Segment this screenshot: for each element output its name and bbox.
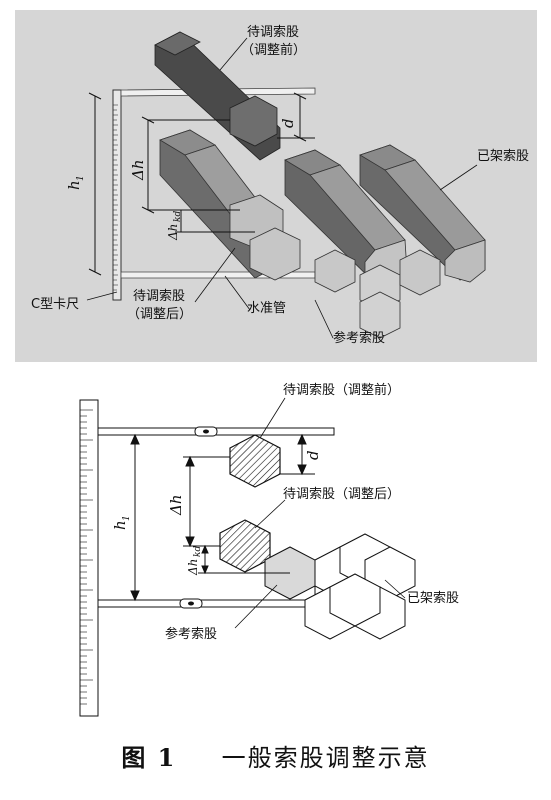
upper-arm bbox=[97, 426, 335, 437]
erected-strands bbox=[304, 533, 416, 640]
label-strand-before-2: （调整前） bbox=[241, 42, 306, 58]
svg-text:h: h bbox=[65, 180, 83, 190]
panel-background bbox=[15, 10, 537, 362]
label-reference-strand: 参考索股 bbox=[333, 330, 385, 346]
svg-text:Δh: Δh bbox=[167, 495, 185, 517]
c-caliper bbox=[112, 89, 122, 301]
label-strand-after-1: 待调索股 bbox=[133, 289, 185, 304]
strand-before-hex bbox=[229, 434, 281, 488]
strand-before-adjustment bbox=[154, 31, 281, 161]
symbol-d: d bbox=[279, 118, 297, 128]
label-strand-after: 待调索股（调整后） bbox=[283, 487, 400, 502]
svg-text:Δh: Δh bbox=[166, 224, 180, 241]
label-level-tube: 水准管 bbox=[247, 301, 286, 316]
svg-text:h: h bbox=[111, 520, 129, 530]
svg-text:1: 1 bbox=[76, 175, 86, 181]
dimension-lines bbox=[130, 433, 315, 602]
svg-text:kd: kd bbox=[173, 211, 183, 222]
strand-after-adjustment bbox=[159, 129, 301, 281]
dimension-lines bbox=[88, 92, 315, 276]
lower-arm-level-tube bbox=[97, 598, 335, 609]
label-strand-after-2: （调整后） bbox=[127, 307, 192, 322]
symbol-delta-hkd: Δh kd bbox=[166, 211, 183, 241]
strand-after-hex bbox=[219, 519, 271, 573]
symbol-h1: h 1 bbox=[111, 515, 132, 530]
figure-caption: 图 1 一般索股调整示意 bbox=[0, 738, 551, 773]
erected-strand-bundle bbox=[284, 144, 486, 339]
top-3d-diagram: 待调索股 （调整前） 已架索股 C型卡尺 待调索股 （调整后） 水准管 参考索股… bbox=[15, 10, 537, 362]
label-c-caliper: C型卡尺 bbox=[31, 297, 79, 312]
svg-text:Δh: Δh bbox=[129, 160, 147, 182]
symbol-h1: h 1 bbox=[65, 175, 86, 190]
symbol-delta-h: Δh bbox=[129, 160, 147, 182]
figure-number: 图 1 bbox=[121, 743, 177, 772]
figure-title: 一般索股调整示意 bbox=[221, 744, 430, 772]
label-strand-before-1: 待调索股 bbox=[247, 25, 299, 40]
svg-text:Δh: Δh bbox=[186, 559, 200, 576]
label-reference-strand: 参考索股 bbox=[165, 626, 217, 642]
leader-lines bbox=[86, 37, 478, 339]
leader-lines bbox=[234, 397, 406, 629]
svg-text:d: d bbox=[279, 118, 297, 128]
symbol-d: d bbox=[304, 450, 322, 460]
c-caliper-ruler bbox=[79, 399, 99, 717]
symbol-delta-h: Δh bbox=[167, 495, 185, 517]
label-erected-strand: 已架索股 bbox=[477, 149, 529, 164]
bottom-2d-diagram: 待调索股（调整前） 待调索股（调整后） 已架索股 参考索股 h 1 Δh Δh … bbox=[79, 382, 459, 717]
symbol-delta-hkd: Δh kd bbox=[186, 546, 203, 576]
label-erected-strand: 已架索股 bbox=[407, 591, 459, 606]
label-strand-before: 待调索股（调整前） bbox=[283, 382, 400, 398]
svg-text:kd: kd bbox=[193, 546, 203, 557]
svg-text:1: 1 bbox=[122, 515, 132, 521]
svg-text:d: d bbox=[304, 450, 322, 460]
